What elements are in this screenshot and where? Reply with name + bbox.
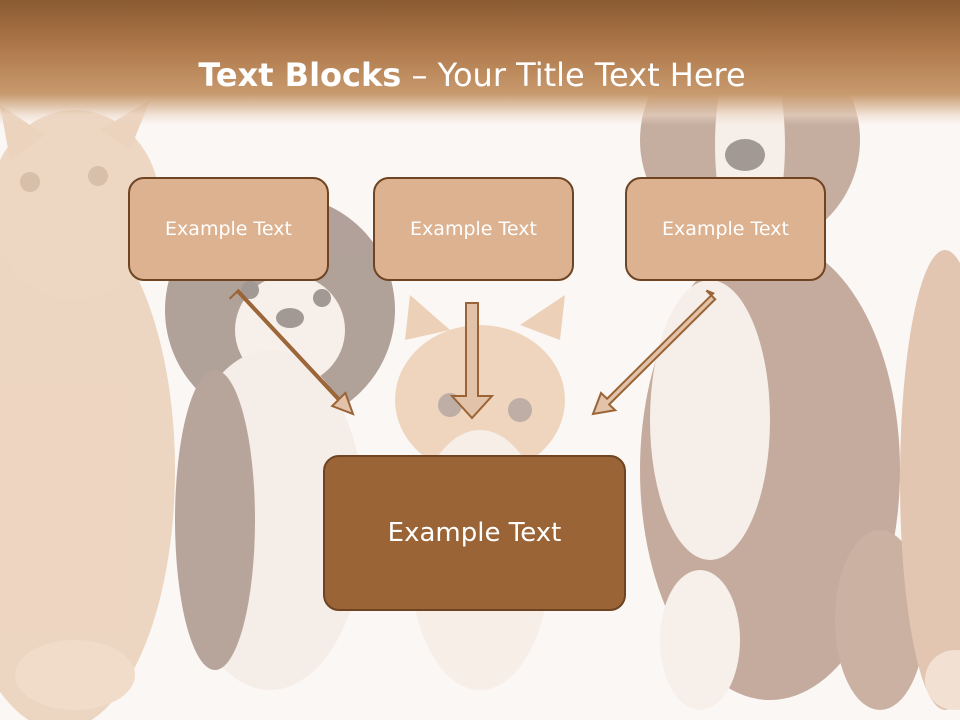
top-text-box-1-label: Example Text: [165, 218, 292, 240]
top-text-box-2-label: Example Text: [410, 218, 537, 240]
top-text-box-3: Example Text: [625, 177, 826, 281]
bottom-text-box: Example Text: [323, 455, 626, 611]
top-text-box-3-label: Example Text: [662, 218, 789, 240]
top-text-box-2: Example Text: [373, 177, 574, 281]
slide-title-bold: Text Blocks: [198, 56, 402, 94]
slide-title-rest: Your Title Text Here: [437, 56, 746, 94]
bottom-text-box-label: Example Text: [387, 518, 562, 548]
arrow-left: [228, 288, 355, 416]
top-text-box-1: Example Text: [128, 177, 329, 281]
arrow-right: [591, 289, 717, 416]
slide-title: Text Blocks – Your Title Text Here: [0, 50, 944, 100]
title-bar: [0, 0, 960, 125]
arrow-center: [449, 302, 495, 420]
slide-title-separator: –: [401, 56, 438, 94]
